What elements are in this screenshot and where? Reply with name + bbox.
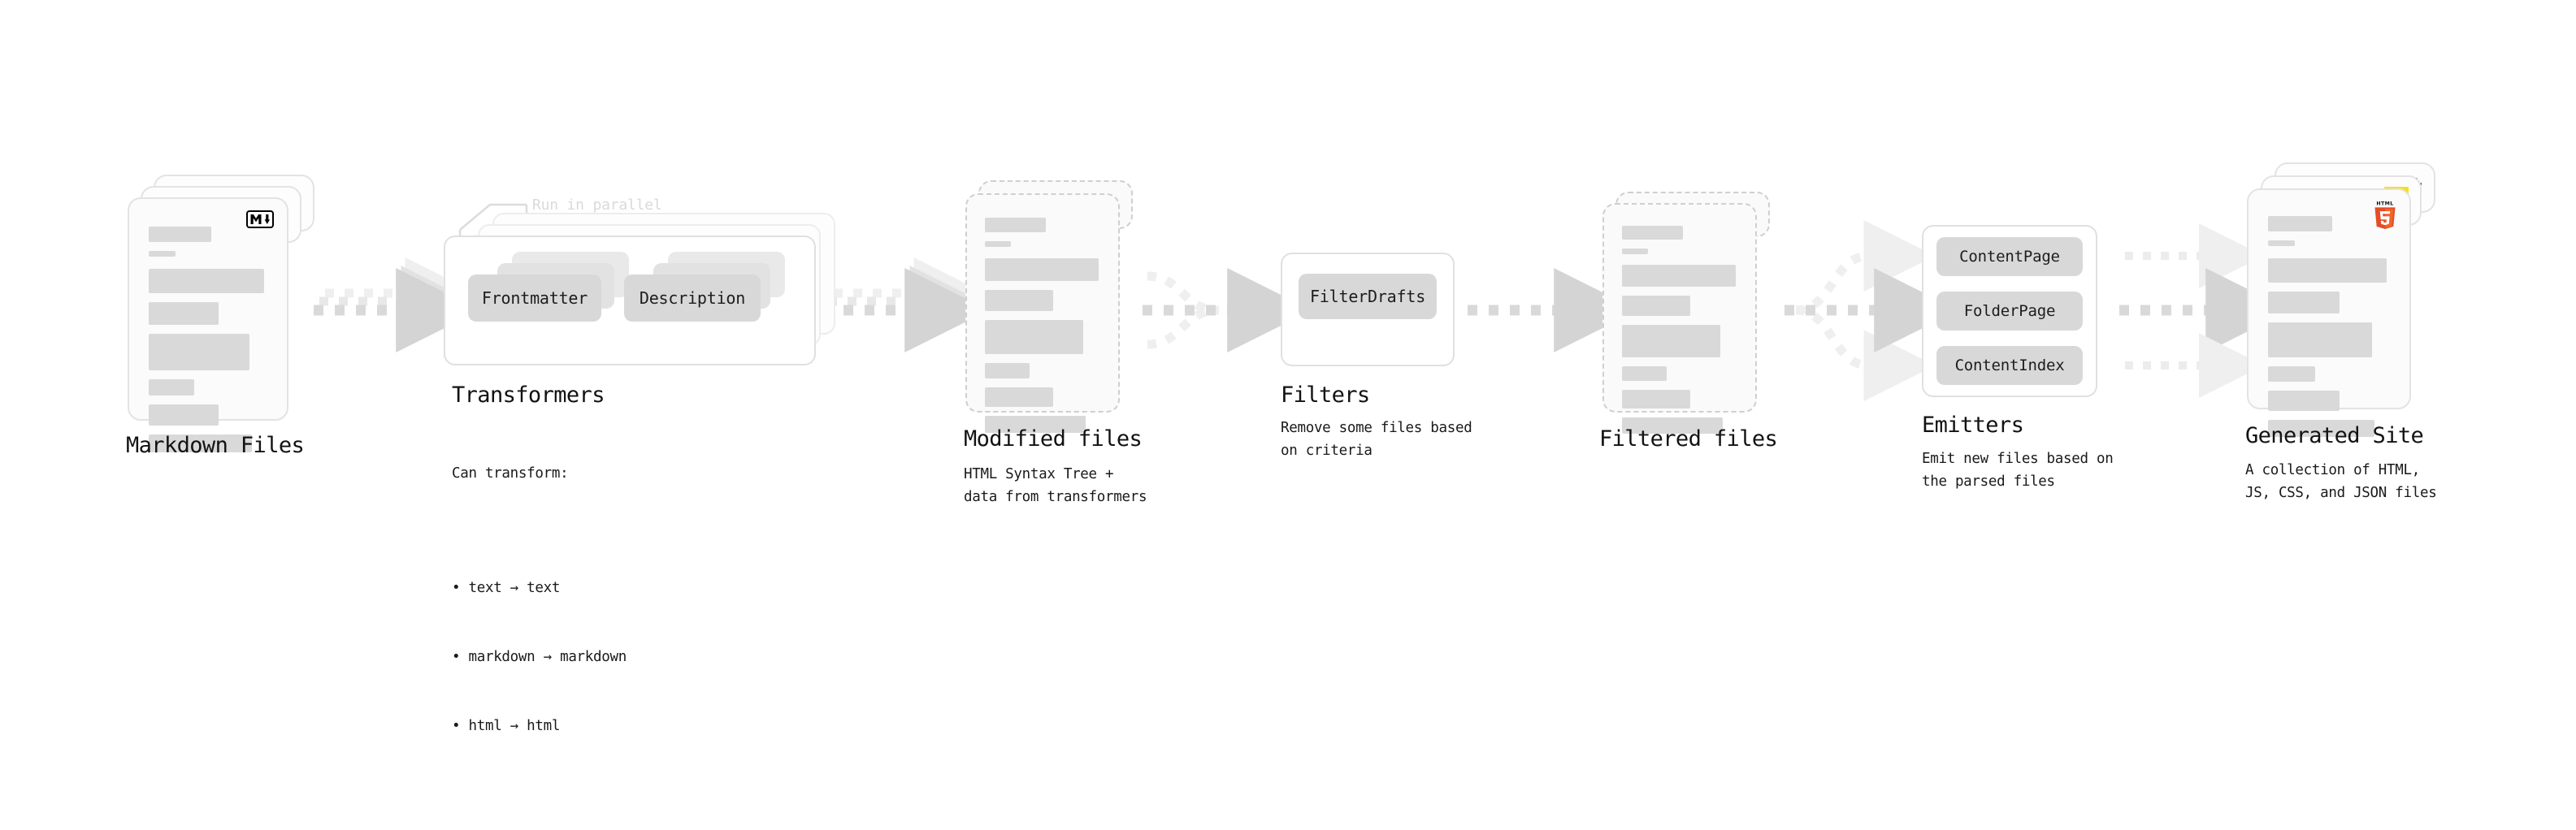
description-chip[interactable]: Description	[624, 275, 761, 322]
transformers-bullets: text → text markdown → markdown html → h…	[452, 531, 627, 785]
svg-text:HTML: HTML	[2376, 201, 2393, 206]
markdown-card-front	[128, 197, 288, 452]
markdown-files-title: Markdown Files	[126, 433, 305, 458]
generated-site-stack: CSS HTML	[2247, 162, 2442, 437]
connector-markdown-to-transformers	[314, 257, 481, 352]
emitters-group: ContentPage FolderPage ContentIndex	[1922, 225, 2097, 397]
filters-group: FilterDrafts	[1281, 253, 1455, 366]
emitters-description: Emit new files based on the parsed files	[1922, 451, 2114, 491]
frontmatter-chip[interactable]: Frontmatter	[468, 275, 601, 322]
transformers-description-lead: Can transform:	[452, 465, 569, 482]
generated-site-description: A collection of HTML, JS, CSS, and JSON …	[2245, 462, 2437, 502]
run-in-parallel-annotation: Run in parallel	[532, 197, 662, 214]
generated-site-title: Generated Site	[2245, 423, 2424, 448]
transformers-bullet-0: text → text	[452, 577, 627, 599]
modified-card-front	[965, 193, 1120, 433]
transformers-description: Can transform: text → text markdown → ma…	[452, 416, 627, 830]
filters-description: Remove some files based on criteria	[1281, 420, 1472, 460]
transformers-title: Transformers	[452, 383, 605, 408]
modified-files-description: HTML Syntax Tree + data from transformer…	[964, 466, 1147, 506]
filters-title: Filters	[1281, 383, 1370, 408]
contentindex-chip[interactable]: ContentIndex	[1936, 346, 2083, 385]
contentpage-chip[interactable]: ContentPage	[1936, 237, 2083, 276]
markdown-placeholder-lines	[149, 227, 269, 461]
site-card-front-html: HTML	[2247, 188, 2411, 437]
folderpage-chip[interactable]: FolderPage	[1936, 292, 2083, 331]
modified-placeholder-lines	[985, 218, 1102, 442]
connector-filtered-to-emitters	[1785, 220, 1959, 401]
transformers-bullet-1: markdown → markdown	[452, 646, 627, 668]
emitters-title: Emitters	[1922, 413, 2024, 438]
modified-files-title: Modified files	[964, 426, 1143, 452]
markdown-files-stack	[128, 175, 314, 452]
modified-files-stack	[965, 180, 1144, 433]
connector-layer	[314, 203, 2291, 401]
markdown-badge	[246, 210, 274, 228]
html5-badge: HTML	[2372, 200, 2398, 232]
filtered-card-front	[1602, 203, 1757, 434]
connector-emitters-to-site	[2119, 223, 2291, 398]
connector-transformers-to-modified	[822, 257, 990, 352]
filterdrafts-chip[interactable]: FilterDrafts	[1299, 274, 1437, 319]
filtered-placeholder-lines	[1622, 226, 1739, 443]
pipeline-diagram: Markdown Files Frontmatter Description R…	[0, 0, 2576, 681]
site-placeholder-lines	[2268, 216, 2392, 446]
transformers-group: Frontmatter Description	[444, 213, 835, 367]
filtered-files-title: Filtered files	[1599, 426, 1778, 452]
connector-modified-to-filters	[1143, 268, 1312, 352]
transformers-bullet-2: html → html	[452, 715, 627, 737]
filtered-files-stack	[1602, 192, 1781, 434]
